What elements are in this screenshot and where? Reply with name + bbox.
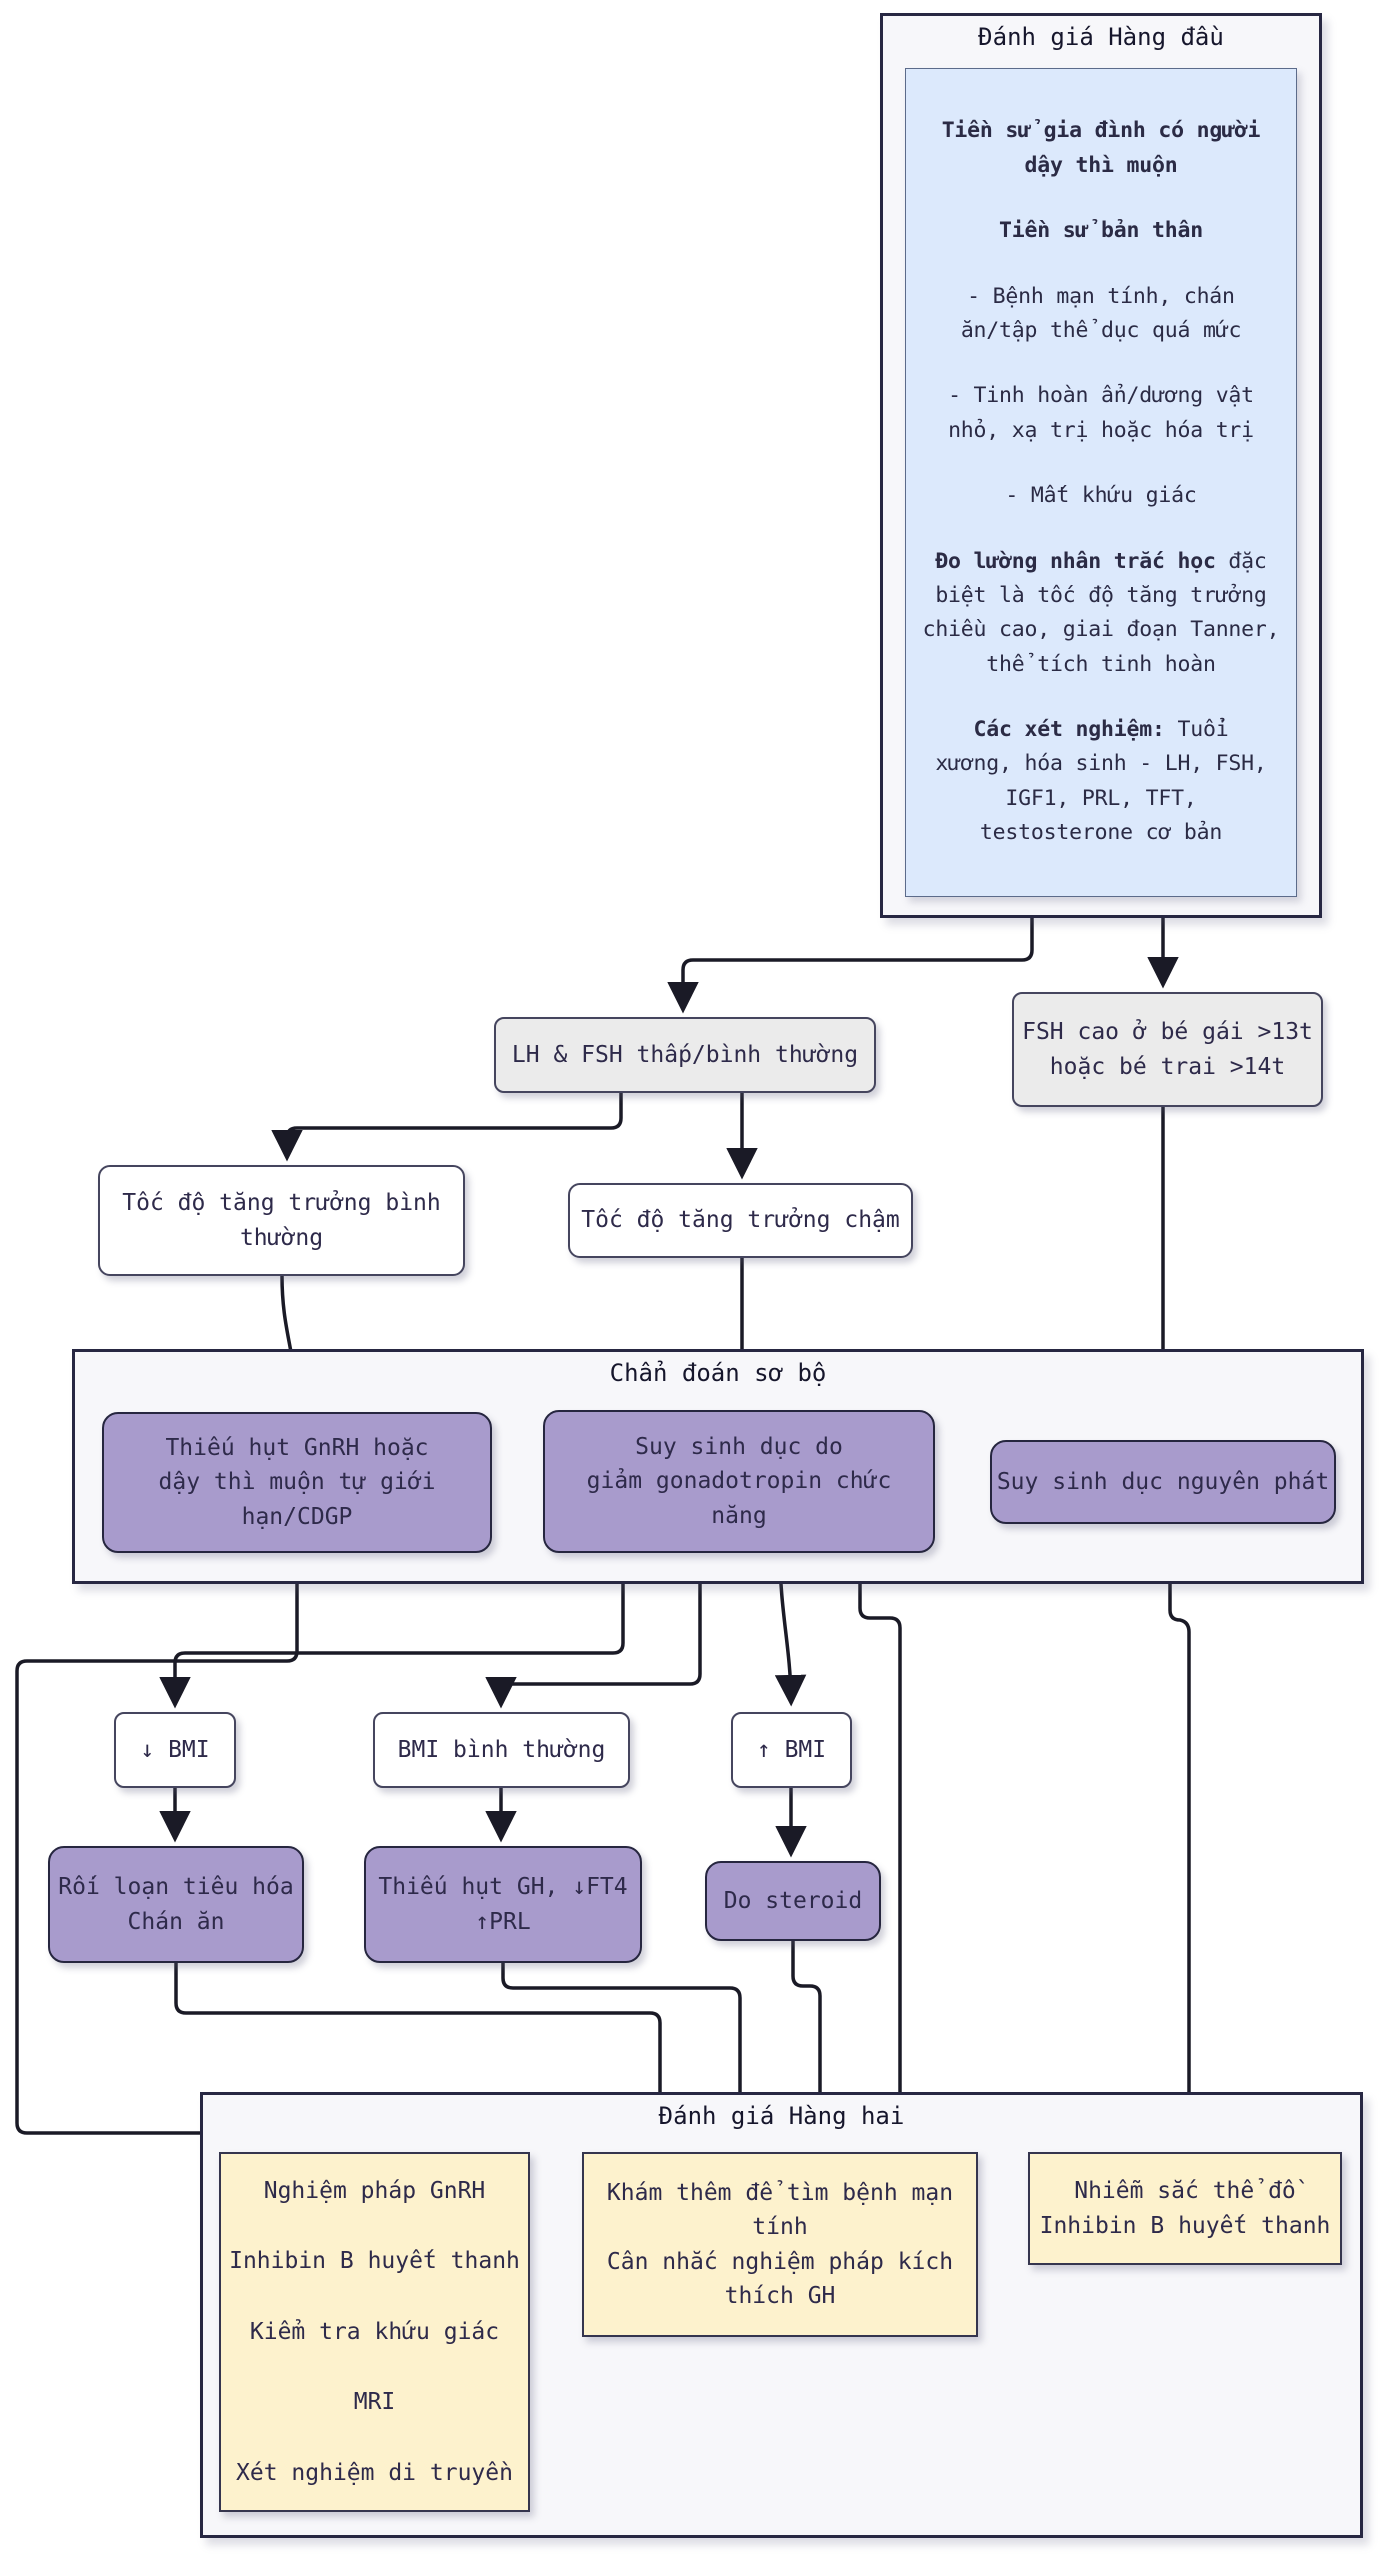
node-label: Inhibin B huyết thanh [229,2248,520,2275]
node-bmi-normal: BMI bình thường [373,1712,630,1788]
edge-lhfsh-to-growth-normal [271,1093,623,1162]
info-line: Đo lường nhân trắc học đặc [935,548,1267,574]
node-label: ↓ BMI [140,1736,210,1763]
node-tests-karyotype-inhibin: Nhiễm sắc thể đồ Inhibin B huyết thanh [1028,2152,1342,2265]
node-label: Xét nghiệm di truyền [236,2459,513,2486]
node-label: năng [711,1502,767,1529]
node-functional-hypogonadotropic: Suy sinh dục do giảm gonadotropin chức n… [543,1410,935,1553]
node-tests-chronic-disease-gh: Khám thêm để tìm bệnh mạn tính Cân nhắc … [582,2152,978,2337]
node-label: BMI bình thường [397,1736,606,1763]
node-label: thích GH [724,2283,836,2309]
node-label: ↑PRL [475,1908,531,1935]
info-line: dậy thì muộn [1024,152,1178,178]
node-label: Khám thêm để tìm bệnh mạn [606,2179,954,2206]
node-gi-disorder-anorexia: Rối loạn tiêu hóa Chán ăn [48,1846,304,1963]
node-gh-deficiency-ft4-prl: Thiếu hụt GH, ↓FT4 ↑PRL [364,1846,642,1963]
node-bmi-high: ↑ BMI [731,1712,852,1788]
node-steroid-induced: Do steroid [705,1861,881,1941]
node-fsh-high: FSH cao ở bé gái >13t hoặc bé trai >14t [1012,992,1323,1107]
node-label: dậy thì muộn tự giới [158,1469,436,1496]
info-line: - Tinh hoàn ẩn/dương vật [948,383,1254,409]
info-line: - Mất khứu giác [1005,483,1197,509]
info-line: Tiền sử bản thân [999,218,1203,244]
node-label: hoặc bé trai >14t [1049,1053,1286,1080]
edge-primary-to-tests-karyotype [1168,1524,1191,2152]
info-line: nhỏ, xạ trị hoặc hóa trị [948,417,1254,443]
first-line-info-box: Tiền sử gia đình có người dậy thì muộn T… [905,68,1297,897]
node-label: thường [239,1224,324,1251]
node-primary-hypogonadism: Suy sinh dục nguyên phát [990,1440,1336,1524]
node-label: Tốc độ tăng trưởng bình [122,1190,441,1216]
info-line: testosterone cơ bản [979,820,1223,846]
node-label: Cân nhắc nghiệm pháp kích [606,2248,954,2275]
node-label: MRI [353,2389,396,2416]
node-label: Thiếu hụt GH, ↓FT4 [378,1874,628,1900]
node-label: tính [752,2214,808,2240]
node-gnrh-deficiency-cdgp: Thiếu hụt GnRH hoặc dậy thì muộn tự giới… [102,1412,492,1553]
node-label: Nghiệm pháp GnRH [263,2177,486,2204]
container-title: Đánh giá Hàng đầu [978,23,1224,51]
node-label: Inhibin B huyết thanh [1039,2212,1331,2239]
node-bmi-low: ↓ BMI [114,1712,236,1788]
node-label: Rối loạn tiêu hóa [58,1874,294,1900]
node-label: Chán ăn [127,1908,225,1935]
container-title: Đánh giá Hàng hai [658,2102,905,2130]
node-label: FSH cao ở bé gái >13t [1022,1019,1313,1045]
node-label: Tốc độ tăng trưởng chậm [581,1207,900,1234]
node-label: LH & FSH thấp/bình thường [511,1041,859,1068]
node-label: Suy sinh dục do [635,1433,843,1460]
node-label: giảm gonadotropin chức [586,1468,892,1495]
node-label: Suy sinh dục nguyên phát [996,1468,1330,1495]
info-line: - Bệnh mạn tính, chán [967,283,1235,309]
info-line: ăn/tập thể dục quá mức [960,317,1242,343]
node-lh-fsh-low-normal: LH & FSH thấp/bình thường [494,1017,876,1093]
info-line: IGF1, PRL, TFT, [1005,785,1197,811]
node-label: Do steroid [723,1887,863,1914]
node-label: Nhiễm sắc thể đồ [1074,2178,1296,2204]
info-line: Tiền sử gia đình có người [941,118,1261,144]
edge-functional-to-tests-chronic [858,1553,902,2152]
node-label: Thiếu hụt GnRH hoặc [165,1434,429,1461]
info-line: chiều cao, giai đoạn Tanner, [922,617,1280,643]
node-label: Kiểm tra khứu giác [249,2318,500,2345]
node-growth-velocity-normal: Tốc độ tăng trưởng bình thường [98,1165,465,1276]
node-label: hạn/CDGP [241,1503,353,1530]
info-line: xương, hóa sinh - LH, FSH, [935,751,1267,777]
info-line: thể tích tinh hoàn [986,651,1216,677]
node-label: ↑ BMI [756,1736,827,1763]
info-line: Các xét nghiệm: Tuổi [973,717,1229,743]
node-tests-gnrh-panel: Nghiệm pháp GnRH Inhibin B huyết thanh K… [219,2152,530,2512]
node-growth-velocity-slow: Tốc độ tăng trưởng chậm [568,1183,913,1258]
info-line: biệt là tốc độ tăng trưởng [935,582,1267,608]
container-title: Chẩn đoán sơ bộ [609,1359,827,1387]
